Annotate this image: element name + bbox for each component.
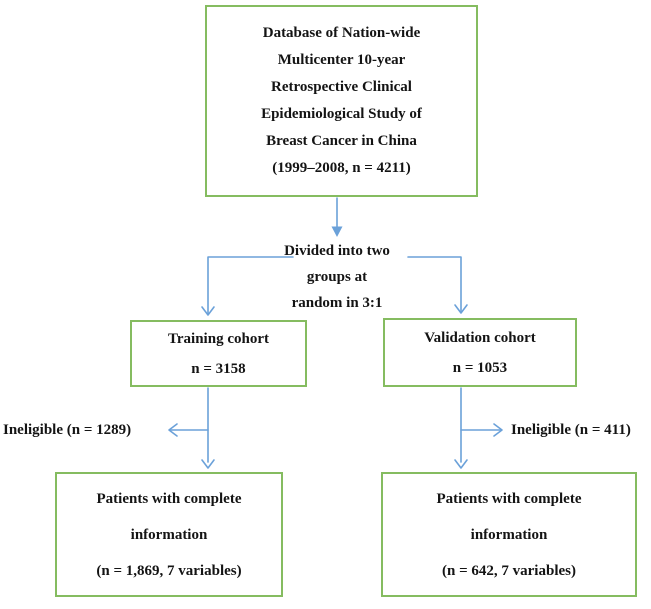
connector-validation-to-ineligible [460,423,503,437]
complete-information-left-box: Patients with complete information (n = … [55,472,283,597]
validation-cohort-box: Validation cohort n = 1053 [383,318,577,387]
complete-information-right-box: Patients with complete information (n = … [381,472,637,597]
ineligible-right-label: Ineligible (n = 411) [511,422,631,438]
training-cohort-box: Training cohort n = 3158 [130,320,307,387]
connector-database-to-split [331,197,343,237]
split-into-groups-label: Divided into two groups at random in 3:1 [284,243,390,311]
connector-validation-to-complete [454,387,468,469]
connector-training-to-complete [201,387,215,469]
database-box: Database of Nation-wide Multicenter 10-y… [205,5,478,197]
ineligible-left-label: Ineligible (n = 1289) [3,422,132,438]
connector-training-to-ineligible [168,423,209,437]
